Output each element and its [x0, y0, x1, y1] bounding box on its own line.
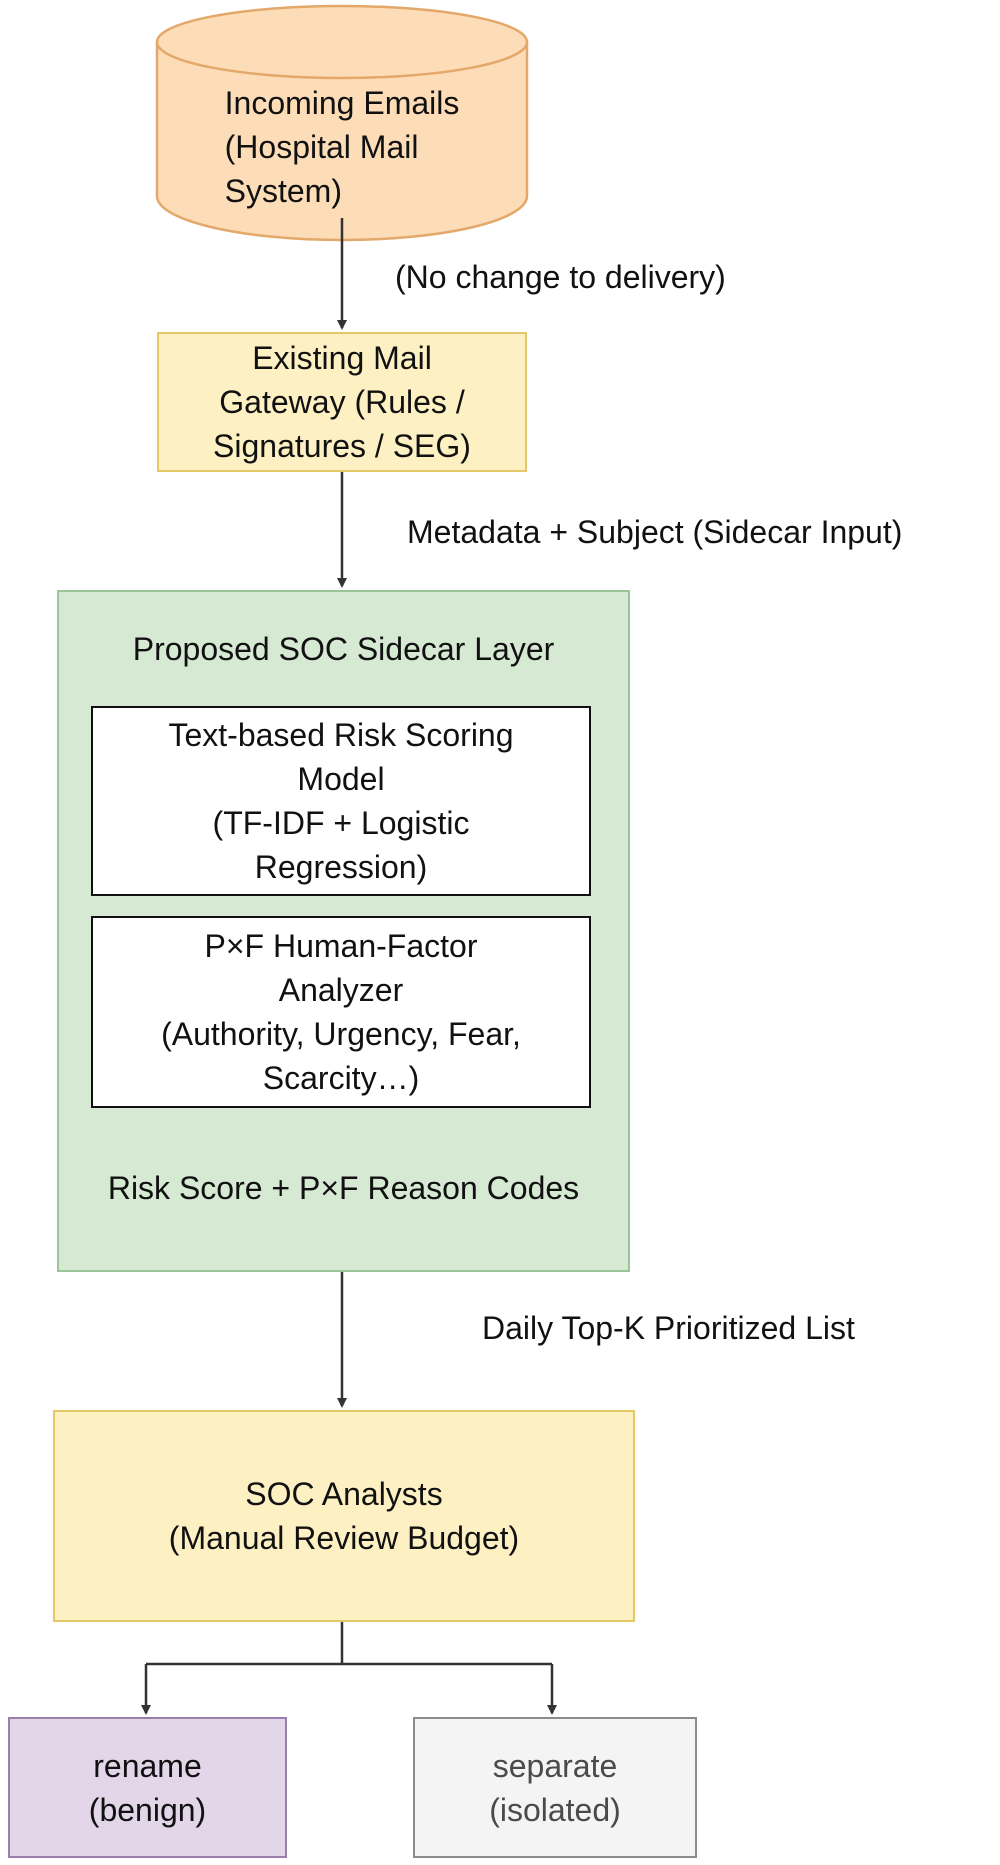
edge-label-sidecar-input: Metadata + Subject (Sidecar Input) [407, 514, 903, 550]
soc-analysts-node: SOC Analysts (Manual Review Budget) [53, 1410, 635, 1622]
risk-scoring-model-label: Text-based Risk Scoring Model (TF-IDF + … [168, 717, 514, 885]
risk-scoring-model-node: Text-based Risk Scoring Model (TF-IDF + … [91, 706, 591, 896]
rename-label: rename (benign) [88, 1747, 207, 1828]
separate-node: separate (isolated) [413, 1717, 697, 1858]
sidecar-output-label: Risk Score + P×F Reason Codes [107, 1170, 580, 1206]
mail-gateway-label: Existing Mail Gateway (Rules / Signature… [213, 340, 471, 464]
human-factor-analyzer-node: P×F Human-Factor Analyzer (Authority, Ur… [91, 916, 591, 1108]
incoming-emails-node: Incoming Emails (Hospital Mail System) [157, 72, 527, 222]
incoming-emails-cylinder [155, 4, 529, 242]
edge-label-top-k: Daily Top-K Prioritized List [482, 1310, 855, 1346]
edge-label-no-change: (No change to delivery) [395, 259, 726, 295]
soc-analysts-label: SOC Analysts (Manual Review Budget) [168, 1476, 520, 1556]
mail-gateway-node: Existing Mail Gateway (Rules / Signature… [157, 332, 527, 472]
rename-node: rename (benign) [8, 1717, 287, 1858]
separate-label: separate (isolated) [489, 1747, 621, 1828]
incoming-emails-label: Incoming Emails (Hospital Mail System) [224, 85, 460, 209]
arrow-analysts-split [141, 1622, 557, 1715]
human-factor-analyzer-label: P×F Human-Factor Analyzer (Authority, Ur… [161, 928, 521, 1096]
soc-sidecar-title: Proposed SOC Sidecar Layer [132, 631, 555, 667]
